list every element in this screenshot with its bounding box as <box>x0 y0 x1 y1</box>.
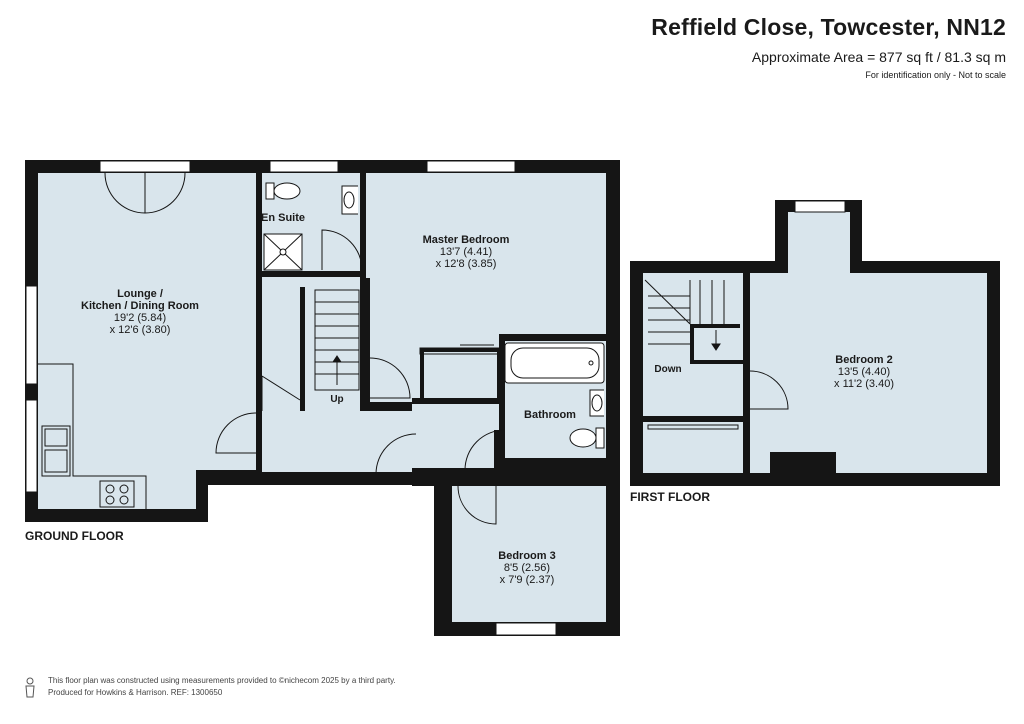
stairs-up-label: Up <box>330 394 344 405</box>
first-floor-label: FIRST FLOOR <box>630 490 710 504</box>
room-master-bedroom: Master Bedroom 13'7 (4.41) x 12'8 (3.85) <box>423 234 510 270</box>
stairs-down <box>644 279 725 351</box>
room-bathroom: Bathroom <box>524 409 576 421</box>
stairs-up <box>314 289 360 391</box>
first-floor-internal-walls <box>643 273 750 474</box>
approximate-area: Approximate Area = 877 sq ft / 81.3 sq m <box>751 49 1006 65</box>
kitchen-units <box>38 363 147 509</box>
internal-walls <box>256 173 606 486</box>
page-title: Reffield Close, Towcester, NN12 <box>651 14 1006 40</box>
room-lounge: Lounge / Kitchen / Dining Room 19'2 (5.8… <box>81 288 199 336</box>
french-doors <box>104 172 186 214</box>
door-swings <box>215 229 506 525</box>
wardrobe <box>419 344 500 355</box>
first-floor-doors <box>647 370 789 430</box>
scale-note: For identification only - Not to scale <box>865 70 1006 80</box>
toilet-icon <box>265 182 301 200</box>
room-name: Kitchen / Dining Room <box>81 300 199 312</box>
hall-floor <box>262 404 499 472</box>
sink-icon <box>341 185 358 215</box>
room-dimensions: x 12'8 (3.85) <box>435 258 497 270</box>
stairs-down-label: Down <box>654 364 682 375</box>
room-name: Master Bedroom <box>422 234 510 246</box>
toilet-icon <box>569 427 605 449</box>
room-bedroom-2: Bedroom 2 13'5 (4.40) x 11'2 (3.40) <box>834 354 894 390</box>
master-bedroom-floor <box>366 173 606 402</box>
person-icon <box>25 677 35 698</box>
bath-icon <box>504 342 605 384</box>
window <box>794 200 846 213</box>
room-en-suite: En Suite <box>261 212 305 224</box>
bedroom3-floor <box>452 486 606 622</box>
room-name: Lounge / <box>117 288 163 300</box>
room-name: Bedroom 3 <box>498 550 556 562</box>
sink-icon <box>41 425 71 477</box>
stair-area-floor <box>262 277 360 411</box>
shower-icon <box>263 233 303 271</box>
corridor-floor <box>424 352 497 398</box>
room-dimensions: 13'7 (4.41) <box>439 246 493 258</box>
ground-floor <box>25 160 620 636</box>
room-name: Bathroom <box>524 409 576 421</box>
room-name: En Suite <box>260 212 306 224</box>
first-floor <box>630 200 1000 486</box>
lounge-floor <box>38 173 256 509</box>
room-dimensions: x 11'2 (3.40) <box>834 378 894 390</box>
sink-icon <box>589 389 604 417</box>
ground-floor-label: GROUND FLOOR <box>25 529 124 543</box>
footer-disclaimer: This floor plan was constructed using me… <box>48 676 396 685</box>
hob-icon <box>99 480 135 508</box>
bedroom2-floor <box>750 212 987 473</box>
ensuite-fixtures <box>263 182 358 271</box>
room-dimensions: 19'2 (5.84) <box>113 312 167 324</box>
first-floor-landing <box>643 273 743 473</box>
room-dimensions: x 7'9 (2.37) <box>499 574 555 586</box>
footer-reference: Produced for Howkins & Harrison. REF: 13… <box>48 688 223 697</box>
room-dimensions: x 12'6 (3.80) <box>109 324 171 336</box>
room-dimensions: 13'5 (4.40) <box>837 366 891 378</box>
windows <box>25 160 557 636</box>
room-name: Bedroom 2 <box>835 354 893 366</box>
bathroom-fixtures <box>504 342 605 449</box>
room-bedroom-3: Bedroom 3 8'5 (2.56) x 7'9 (2.37) <box>498 550 555 586</box>
room-dimensions: 8'5 (2.56) <box>503 562 551 574</box>
